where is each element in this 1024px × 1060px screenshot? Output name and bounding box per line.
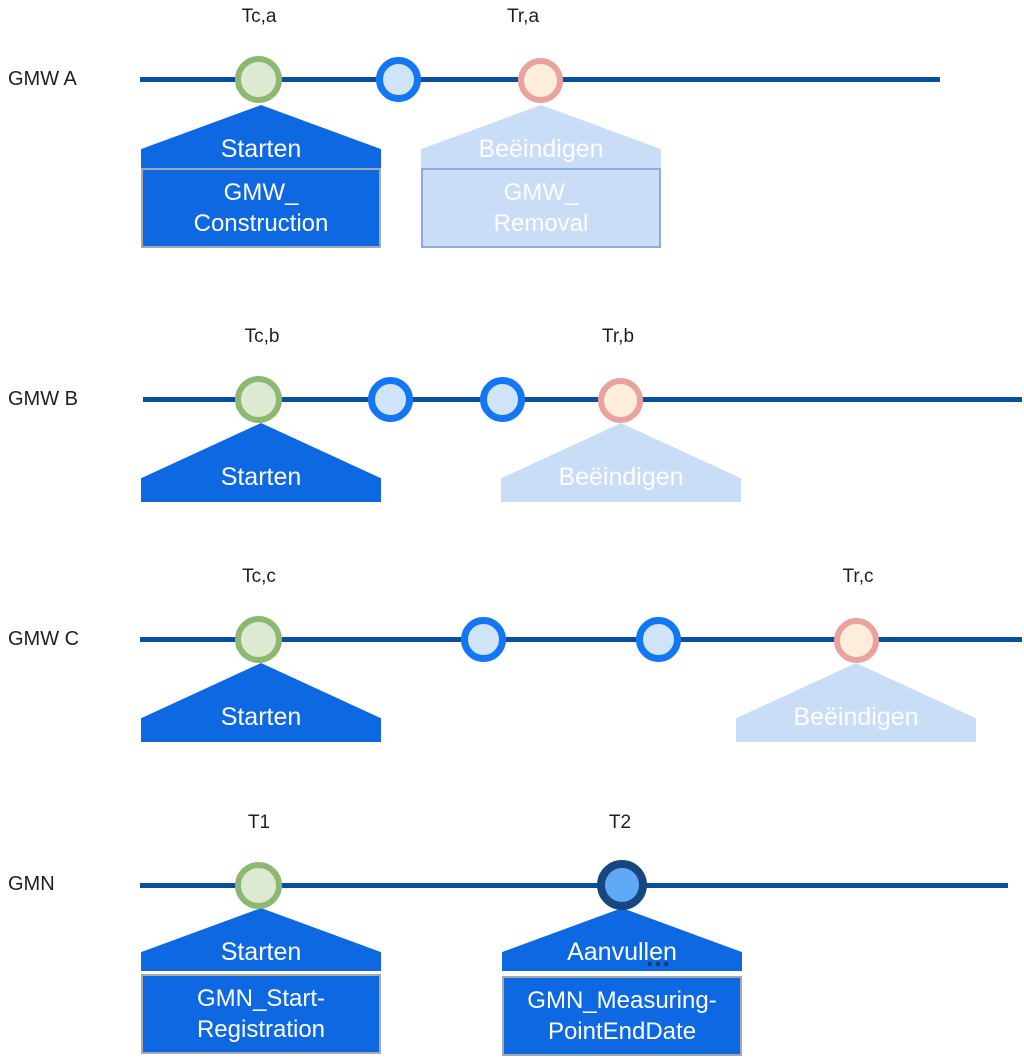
start-callout: Starten — [141, 423, 381, 502]
box-line: GMW_ — [223, 179, 299, 206]
intermediate-event-marker — [368, 377, 413, 422]
start-callout: Starten — [141, 908, 381, 971]
intermediate-event-marker — [480, 377, 525, 422]
row-label-gmw-b: GMW B — [8, 388, 78, 410]
removal-event-box: GMW_ Removal — [421, 168, 661, 248]
start-callout: Starten — [141, 663, 381, 742]
time-label-trb: Tr,b — [601, 326, 635, 347]
time-label-tcb: Tc,b — [244, 326, 280, 347]
timeline-line — [140, 883, 1008, 888]
start-event-marker — [235, 56, 282, 103]
time-label-tra: Tr,a — [506, 6, 540, 27]
removal-event-marker — [598, 378, 643, 423]
gmn-measuring-point-end-date-box: GMN_Measuring- PointEndDate — [502, 976, 742, 1056]
supplement-callout-title: Aanvullen — [567, 937, 677, 966]
row-label-gmw-c: GMW C — [8, 628, 80, 650]
box-line: GMN_Start- — [196, 985, 325, 1012]
start-event-marker — [235, 862, 282, 909]
end-callout: Beëindigen — [421, 105, 661, 168]
start-event-marker — [235, 616, 282, 663]
row-label-gmw-a: GMW A — [8, 68, 77, 90]
gmn-start-registration-box: GMN_Start- Registration — [141, 974, 381, 1054]
box-line: Registration — [196, 1016, 326, 1043]
construction-event-box: GMW_ Construction — [141, 168, 381, 248]
removal-event-marker — [518, 58, 563, 103]
end-callout: Beëindigen — [736, 663, 976, 742]
start-callout-title: Starten — [220, 937, 302, 966]
box-line: Removal — [493, 210, 589, 237]
intermediate-event-marker — [376, 57, 421, 102]
time-label-t1: T1 — [247, 812, 271, 833]
time-label-tcc: Tc,c — [242, 566, 276, 587]
ellipsis-more-indicator: … — [645, 942, 672, 972]
box-line: GMW_ — [503, 179, 579, 206]
end-callout-title: Beëindigen — [478, 134, 604, 163]
timeline-line — [140, 637, 1022, 642]
box-line: Construction — [193, 210, 329, 237]
supplement-callout: Aanvullen — [502, 908, 742, 971]
removal-event-marker — [834, 618, 879, 663]
start-callout-title: Starten — [220, 134, 302, 163]
end-callout-title: Beëindigen — [558, 462, 684, 491]
intermediate-event-marker — [461, 617, 506, 662]
intermediate-event-marker — [636, 617, 681, 662]
time-label-tca: Tc,a — [241, 6, 277, 27]
start-callout-title: Starten — [220, 702, 302, 731]
time-label-trc: Tr,c — [842, 566, 874, 587]
end-callout-title: Beëindigen — [793, 702, 919, 731]
time-label-t2: T2 — [608, 812, 632, 833]
start-event-marker — [235, 376, 282, 423]
end-callout: Beëindigen — [501, 423, 741, 502]
timeline-line — [143, 397, 1022, 402]
start-callout: Starten — [141, 105, 381, 168]
box-line: GMN_Measuring- — [527, 987, 717, 1014]
start-callout-title: Starten — [220, 462, 302, 491]
measuring-point-end-marker — [597, 860, 647, 910]
box-line: PointEndDate — [547, 1018, 697, 1045]
row-label-gmn: GMN — [8, 873, 55, 895]
